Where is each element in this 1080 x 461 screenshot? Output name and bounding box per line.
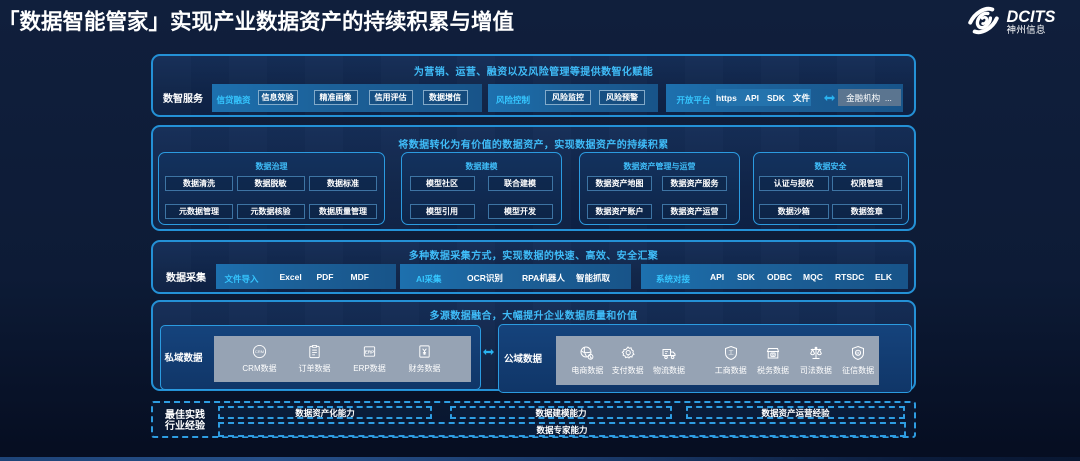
svg-text:信: 信 xyxy=(856,351,860,356)
svg-text:ERP: ERP xyxy=(365,349,374,354)
svg-text:神州信息: 神州信息 xyxy=(1007,24,1046,36)
svg-text:CRM: CRM xyxy=(255,349,264,354)
svg-text:税: 税 xyxy=(772,352,775,357)
svg-text:工: 工 xyxy=(728,350,734,357)
svg-text:DCITS: DCITS xyxy=(1007,8,1056,26)
